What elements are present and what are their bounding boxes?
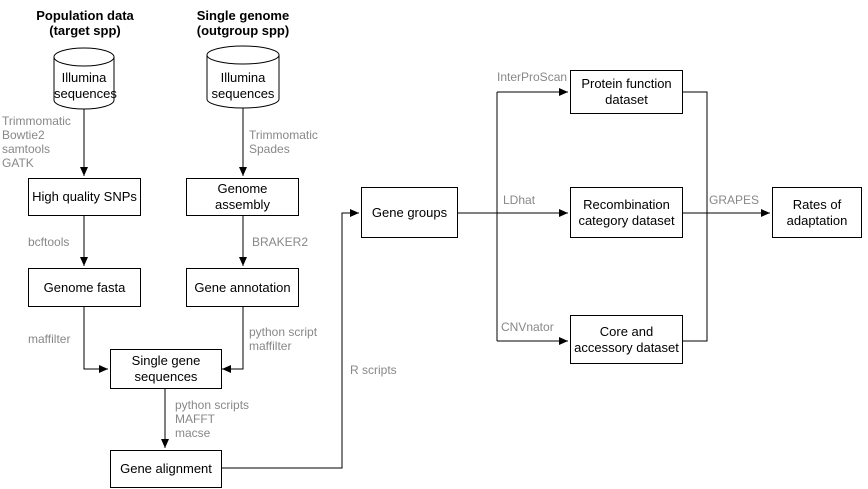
label-ldhat: LDhat (503, 193, 536, 207)
merge-lines (683, 91, 708, 342)
header-population-data: Population data (target spp) (36, 8, 134, 38)
label-trimmomatic-bowtie2: Trimmomatic Bowtie2 samtools GATK (2, 114, 71, 170)
genome-fasta-box: Genome fasta (28, 268, 141, 307)
illumina-sequences-left: Illumina sequences (54, 70, 117, 101)
protein-function-dataset-box: Protein function dataset (570, 70, 683, 114)
label-python-script-maffilter: python script maffilter (249, 325, 318, 353)
gene-alignment-box: Gene alignment (110, 450, 222, 488)
arrow-fasta-to-single-gene (83, 307, 108, 373)
label-trimmomatic-spades: Trimmomatic Spades (249, 128, 318, 156)
database-icon-right (206, 45, 280, 109)
high-quality-snps-box: High quality SNPs (28, 178, 141, 216)
arrow-alignment-to-gene-groups (222, 209, 359, 469)
header-single-genome: Single genome (outgroup spp) (196, 8, 290, 38)
label-maffilter: maffilter (28, 332, 71, 346)
label-bcftools: bcftools (28, 235, 70, 249)
label-python-scripts-mafft-macse: python scripts MAFFT macse (175, 398, 250, 440)
arrow-annotation-to-single-gene (222, 307, 244, 373)
label-grapes: GRAPES (709, 193, 760, 207)
gene-annotation-box: Gene annotation (186, 268, 299, 307)
database-icon-left (53, 47, 115, 110)
gene-groups-box: Gene groups (361, 187, 458, 238)
label-r-scripts: R scripts (350, 363, 397, 377)
label-interproscan: InterProScan (497, 70, 568, 84)
single-gene-sequences-box: Single gene sequences (110, 349, 222, 389)
rates-of-adaptation-box: Rates of adaptation (772, 187, 862, 238)
core-accessory-dataset-box: Core and accessory dataset (570, 315, 683, 364)
label-cnvnator: CNVnator (501, 320, 554, 334)
recombination-category-dataset-box: Recombination category dataset (570, 187, 683, 238)
illumina-sequences-right: Illumina sequences (211, 70, 275, 101)
genome-assembly-box: Genome assembly (186, 178, 299, 216)
label-braker2: BRAKER2 (252, 235, 309, 249)
